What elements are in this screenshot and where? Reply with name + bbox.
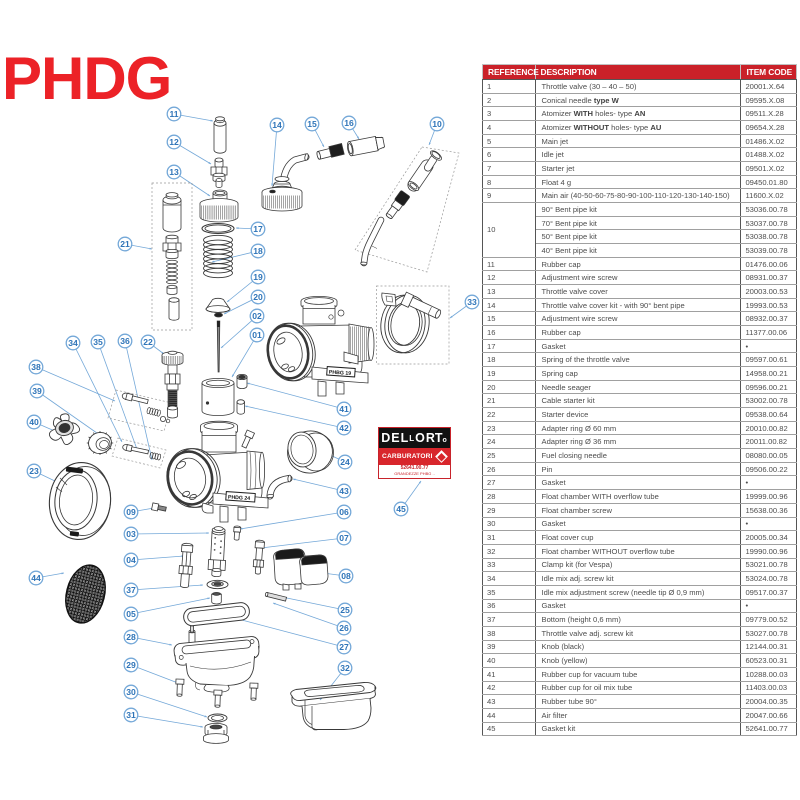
svg-text:44: 44 [31,573,41,583]
svg-text:24: 24 [340,457,350,467]
svg-text:15: 15 [307,119,317,129]
svg-text:16: 16 [344,118,354,128]
svg-text:07: 07 [339,533,349,543]
svg-text:32: 32 [340,663,350,673]
svg-text:01: 01 [252,330,262,340]
svg-text:21: 21 [120,239,130,249]
svg-text:22: 22 [143,337,153,347]
svg-text:45: 45 [396,504,406,514]
svg-text:28: 28 [126,632,136,642]
svg-text:31: 31 [126,710,136,720]
svg-text:26: 26 [339,623,349,633]
svg-text:43: 43 [339,486,349,496]
svg-text:25: 25 [340,605,350,615]
svg-text:04: 04 [126,555,136,565]
svg-text:37: 37 [126,585,136,595]
svg-text:06: 06 [339,507,349,517]
svg-text:PHBG 19: PHBG 19 [329,369,352,377]
svg-text:02: 02 [252,311,262,321]
svg-text:23: 23 [29,466,39,476]
svg-text:40: 40 [29,417,39,427]
svg-text:18: 18 [253,246,263,256]
svg-text:39: 39 [32,386,42,396]
svg-text:13: 13 [169,167,179,177]
svg-text:36: 36 [120,336,130,346]
svg-text:20: 20 [253,292,263,302]
svg-text:38: 38 [31,362,41,372]
svg-text:08: 08 [341,571,351,581]
svg-text:35: 35 [93,337,103,347]
svg-text:42: 42 [339,423,349,433]
svg-text:12: 12 [169,137,179,147]
svg-text:29: 29 [126,660,136,670]
svg-text:17: 17 [253,224,263,234]
svg-text:27: 27 [339,642,349,652]
svg-text:30: 30 [126,687,136,697]
svg-text:19: 19 [253,272,263,282]
svg-text:05: 05 [126,609,136,619]
svg-text:11: 11 [169,109,178,119]
svg-text:14: 14 [272,120,282,130]
svg-text:33: 33 [467,297,477,307]
svg-text:PHDG 24: PHDG 24 [228,494,251,502]
svg-text:10: 10 [432,119,442,129]
svg-text:09: 09 [126,507,136,517]
svg-text:03: 03 [126,529,136,539]
svg-text:41: 41 [339,404,349,414]
svg-text:34: 34 [68,338,78,348]
